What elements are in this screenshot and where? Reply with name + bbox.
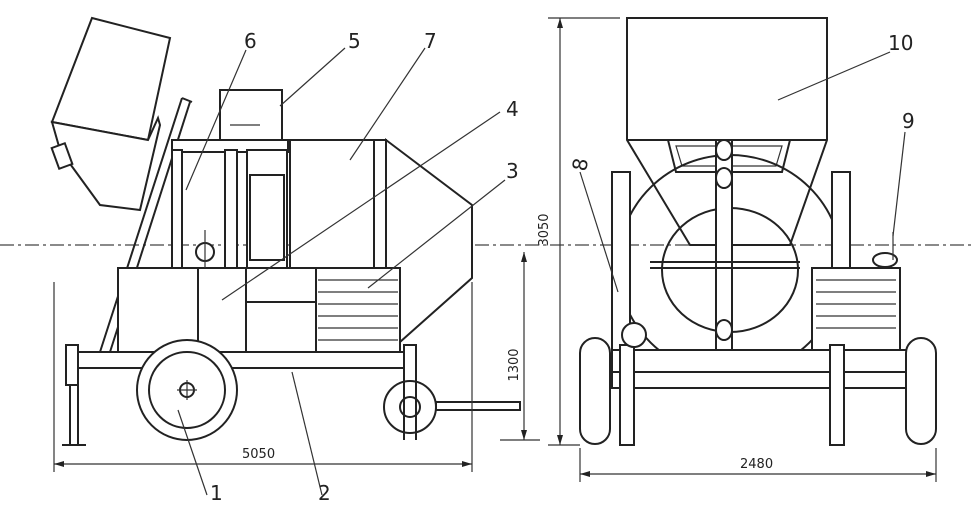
label-part-8: 8 bbox=[567, 156, 593, 173]
label-part-7: 7 bbox=[424, 29, 437, 53]
side-dimensions bbox=[53, 252, 540, 472]
dim-front-width: 2480 bbox=[740, 457, 773, 472]
label-part-2: 2 bbox=[318, 481, 331, 505]
side-view: 5050 1300 bbox=[50, 16, 540, 472]
dim-front-height: 3050 bbox=[537, 213, 552, 246]
front-chassis bbox=[611, 322, 913, 446]
front-left-wheel bbox=[579, 337, 611, 445]
side-frame bbox=[171, 139, 289, 271]
dim-side-height: 1300 bbox=[507, 348, 522, 381]
label-part-5: 5 bbox=[348, 29, 361, 53]
label-part-4: 4 bbox=[506, 97, 519, 121]
side-main-wheel bbox=[136, 339, 238, 441]
side-hopper bbox=[50, 16, 172, 212]
label-part-1: 1 bbox=[210, 481, 223, 505]
dim-side-length: 5050 bbox=[242, 447, 275, 462]
front-right-wheel bbox=[905, 337, 937, 445]
label-part-9: 9 bbox=[902, 109, 915, 133]
side-engine bbox=[117, 230, 401, 355]
side-tow-wheel bbox=[383, 368, 521, 440]
front-hopper bbox=[626, 17, 828, 246]
label-part-10: 10 bbox=[888, 31, 913, 55]
front-radiator bbox=[811, 232, 901, 353]
side-radiator-fins bbox=[318, 279, 398, 341]
side-water-tank bbox=[219, 89, 283, 141]
side-chassis bbox=[62, 344, 417, 446]
leader-lines bbox=[177, 47, 906, 496]
label-part-6: 6 bbox=[244, 29, 257, 53]
label-part-3: 3 bbox=[506, 159, 519, 183]
front-view: 3050 2480 bbox=[537, 17, 937, 482]
front-dimensions bbox=[548, 17, 937, 482]
